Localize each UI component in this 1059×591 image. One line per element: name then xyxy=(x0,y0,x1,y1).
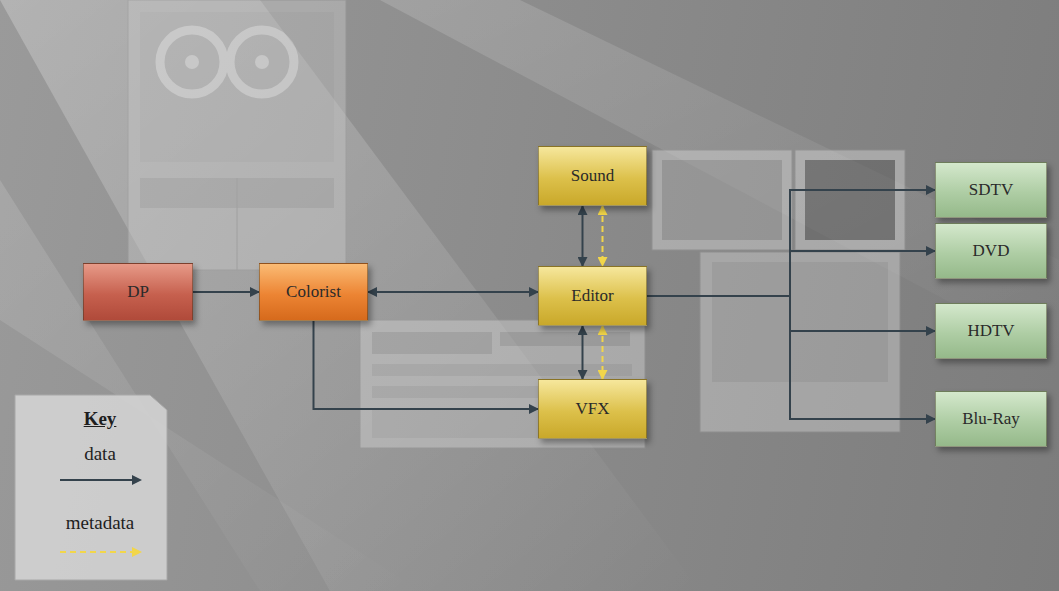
box-label: DVD xyxy=(973,241,1010,261)
metadata-connector xyxy=(602,326,604,379)
data-connector xyxy=(647,190,935,296)
data-connector xyxy=(647,296,935,419)
data-connector xyxy=(647,296,935,331)
data-connector xyxy=(368,291,538,293)
box-label: DP xyxy=(127,282,149,302)
metadata-connector xyxy=(602,206,604,266)
output-box: SDTV xyxy=(935,162,1047,218)
legend-box xyxy=(15,395,167,580)
data-connector xyxy=(647,251,935,296)
edit-monitors xyxy=(652,150,905,432)
legend-metadata-line xyxy=(60,551,140,553)
process-box: Sound xyxy=(538,146,647,206)
data-connector xyxy=(582,326,584,379)
legend-text: metadata xyxy=(66,512,135,534)
data-connector xyxy=(582,206,584,266)
box-label: VFX xyxy=(575,399,609,419)
output-box: HDTV xyxy=(935,303,1047,359)
box-label: Colorist xyxy=(286,282,341,302)
box-label: HDTV xyxy=(967,321,1014,341)
data-connector xyxy=(193,291,259,293)
legend-data-line xyxy=(60,479,140,481)
data-connector xyxy=(314,321,539,409)
output-box: DVD xyxy=(935,223,1047,279)
process-box: Colorist xyxy=(259,263,368,321)
process-box: DP xyxy=(83,263,193,321)
box-label: Sound xyxy=(571,166,614,186)
legend-heading: Key xyxy=(84,408,117,430)
tape-machine xyxy=(128,0,346,270)
process-box: VFX xyxy=(538,379,647,439)
box-label: Editor xyxy=(571,286,614,306)
legend-text: data xyxy=(84,443,116,465)
box-label: SDTV xyxy=(969,180,1013,200)
box-label: Blu-Ray xyxy=(962,409,1020,429)
process-box: Editor xyxy=(538,266,647,326)
output-box: Blu-Ray xyxy=(935,391,1047,447)
